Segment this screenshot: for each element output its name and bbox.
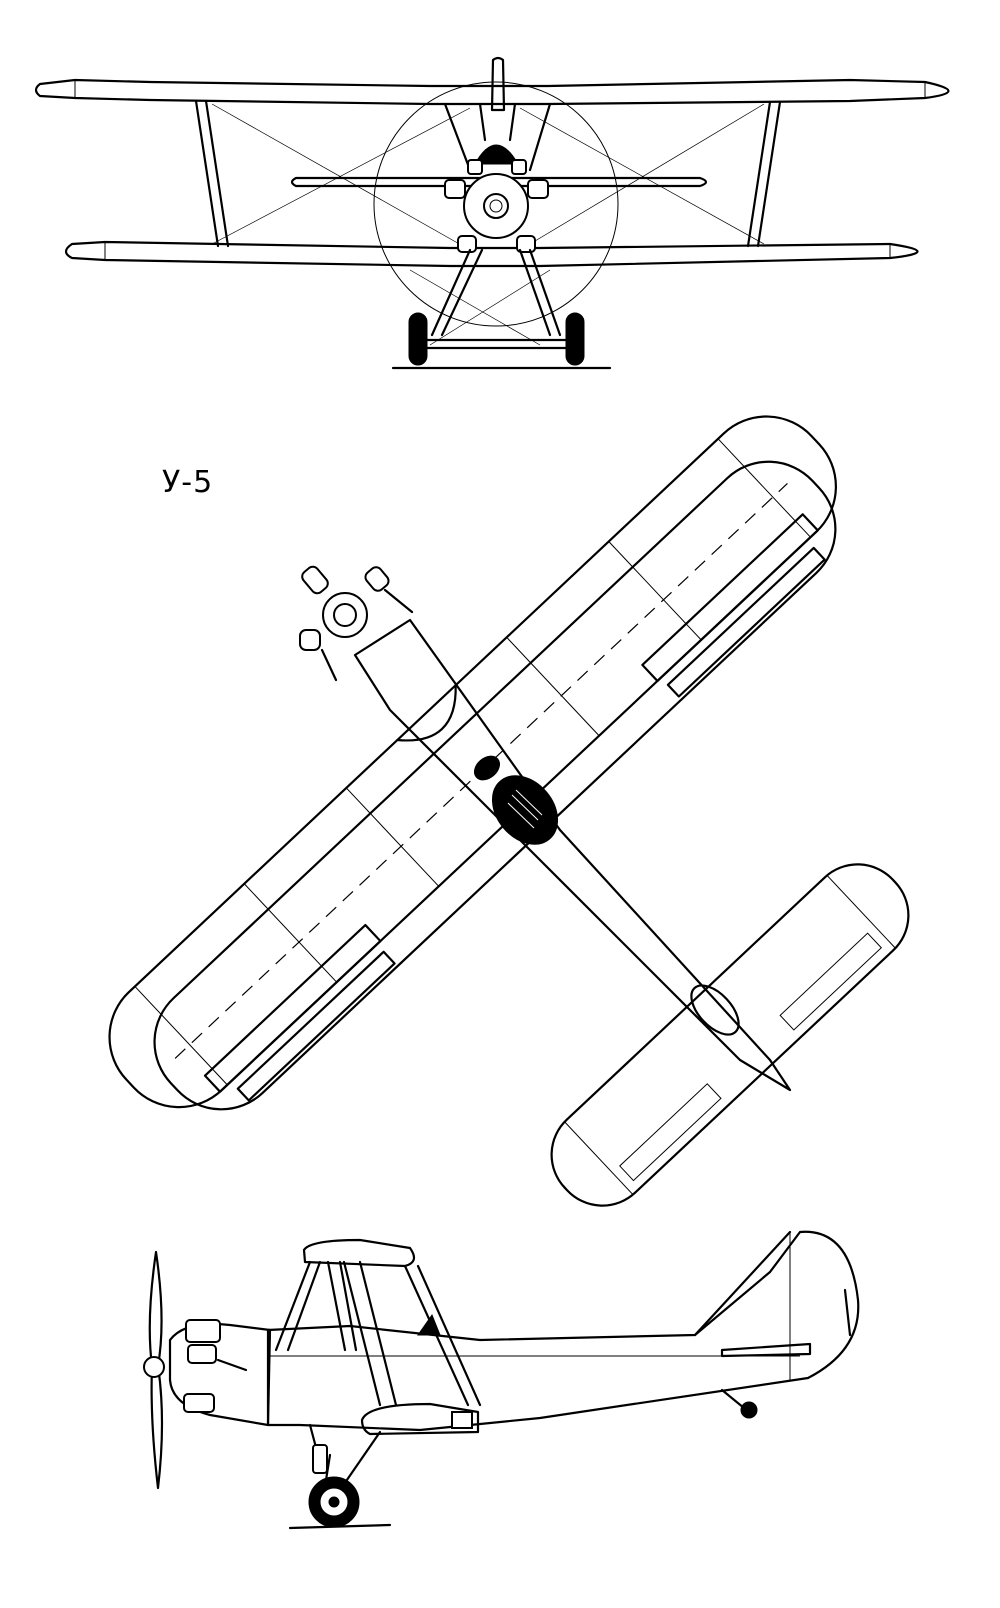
top-fuselage <box>353 618 792 1092</box>
side-lower-wing <box>360 1402 480 1436</box>
side-struts <box>274 1260 482 1407</box>
front-lower-wing <box>64 240 919 268</box>
front-engine-cylinders <box>444 159 549 253</box>
front-view <box>34 56 950 370</box>
top-view <box>108 415 910 1207</box>
front-undercarriage <box>416 248 577 350</box>
side-view <box>143 1230 860 1530</box>
side-tailplane <box>720 1342 812 1358</box>
top-upper-wing <box>108 415 837 1109</box>
side-fin <box>693 1230 792 1337</box>
front-right-strut <box>746 100 782 248</box>
top-cockpit <box>491 775 559 845</box>
side-fuselage <box>266 1230 860 1432</box>
side-propeller <box>148 1250 164 1490</box>
front-right-wheel <box>565 312 585 366</box>
top-tailplane <box>550 863 910 1207</box>
front-propeller-disc <box>373 81 619 327</box>
top-engine <box>299 565 414 682</box>
top-ailerons <box>203 513 826 1102</box>
front-left-strut <box>194 99 230 248</box>
side-tail-wheel <box>740 1401 758 1419</box>
front-left-wheel <box>408 312 428 366</box>
side-upper-wing <box>302 1238 416 1268</box>
front-tailplane <box>290 176 708 188</box>
top-lower-wing <box>153 460 837 1111</box>
side-engine <box>168 1319 272 1427</box>
aircraft-designation-label: У-5 <box>162 465 214 500</box>
front-fin <box>490 56 506 112</box>
